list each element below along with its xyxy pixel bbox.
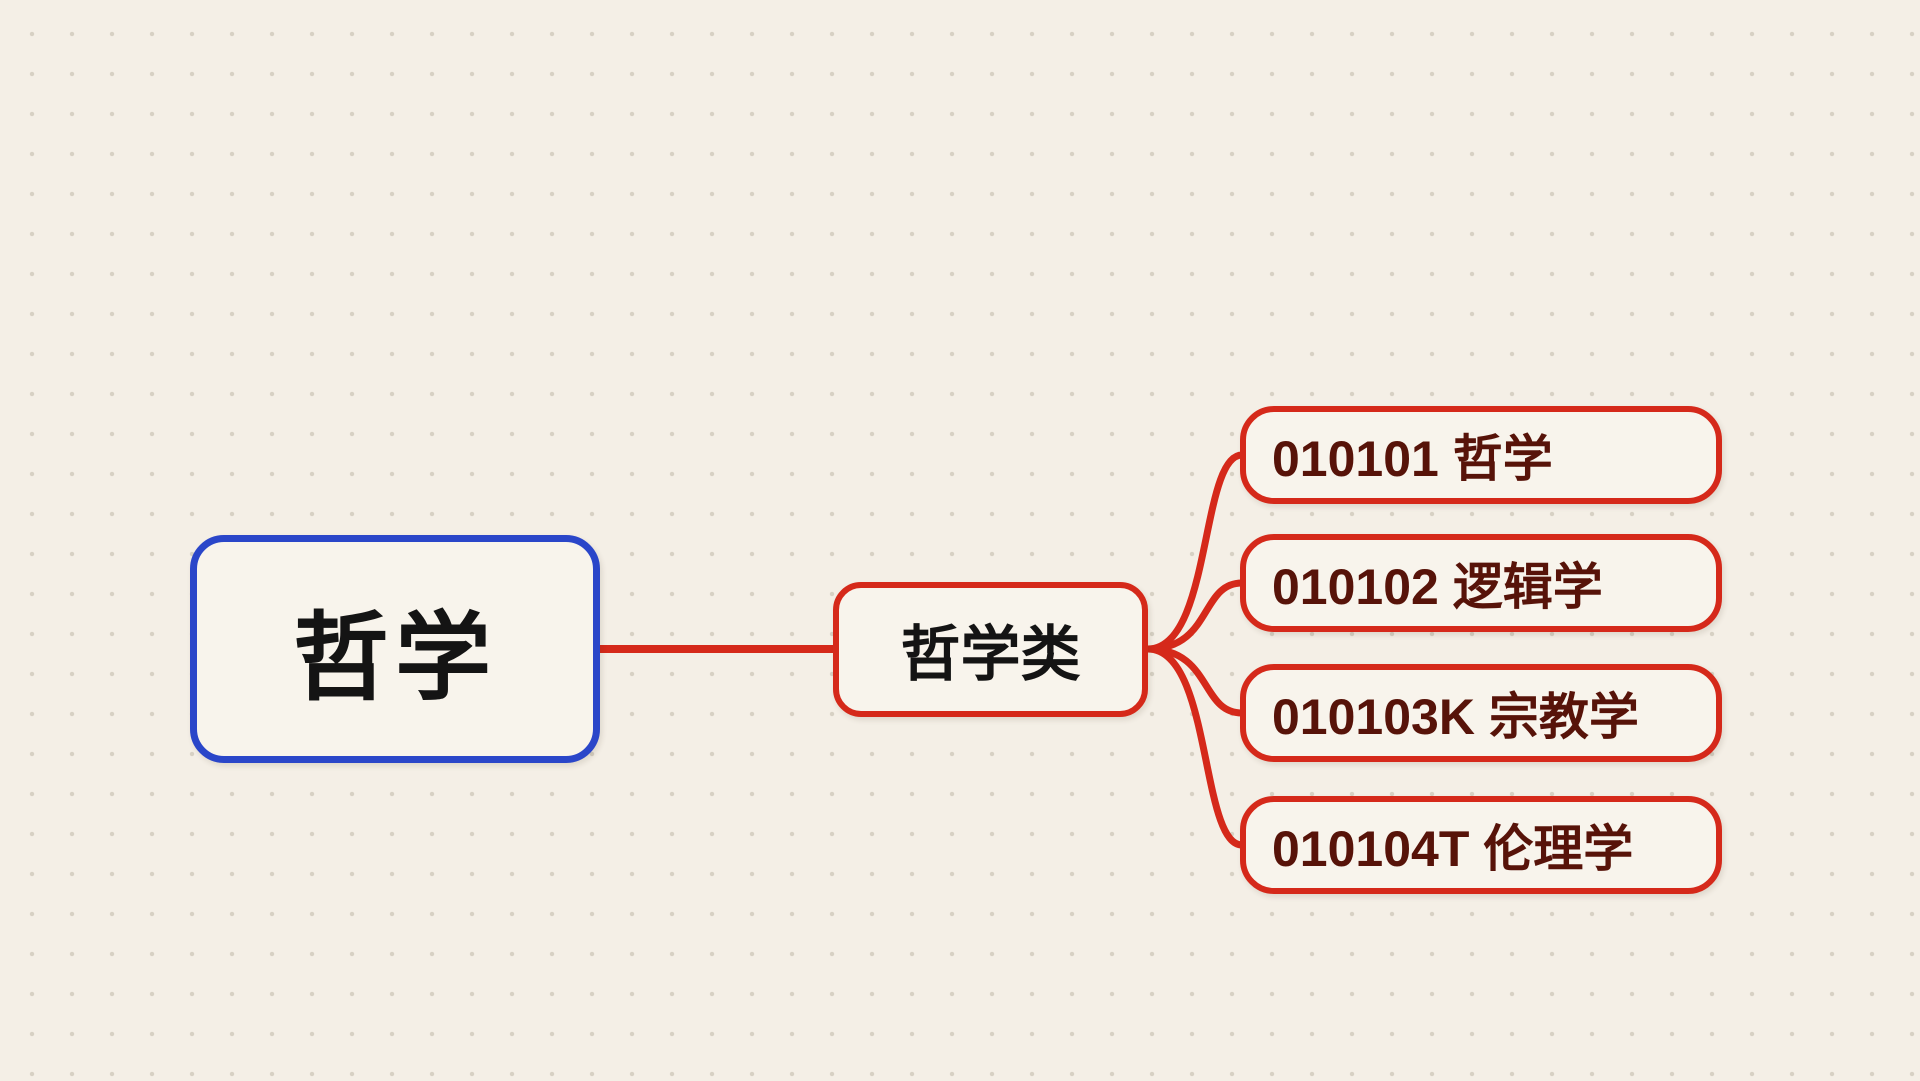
branch-node-philosophy-category[interactable]: 哲学类 <box>833 582 1148 717</box>
leaf-node-010102[interactable]: 010102 逻辑学 <box>1240 534 1722 632</box>
connector-branch-leaf-2 <box>1144 579 1246 653</box>
leaf-node-010104T[interactable]: 010104T 伦理学 <box>1240 796 1722 894</box>
leaf-node-010103K[interactable]: 010103K 宗教学 <box>1240 664 1722 762</box>
leaf-node-label: 010104T 伦理学 <box>1272 821 1634 877</box>
root-node-philosophy[interactable]: 哲学 <box>190 535 600 763</box>
root-node-label: 哲学 <box>293 604 497 712</box>
leaf-node-label: 010101 哲学 <box>1272 431 1553 487</box>
connector-branch-leaf-3 <box>1144 645 1246 717</box>
leaf-node-label: 010102 逻辑学 <box>1272 559 1603 615</box>
branch-node-label: 哲学类 <box>900 621 1081 688</box>
connector-branch-leaf-1 <box>1144 451 1246 653</box>
leaf-node-010101[interactable]: 010101 哲学 <box>1240 406 1722 504</box>
connector-branch-leaf-4 <box>1144 645 1246 849</box>
leaf-node-label: 010103K 宗教学 <box>1272 689 1639 745</box>
